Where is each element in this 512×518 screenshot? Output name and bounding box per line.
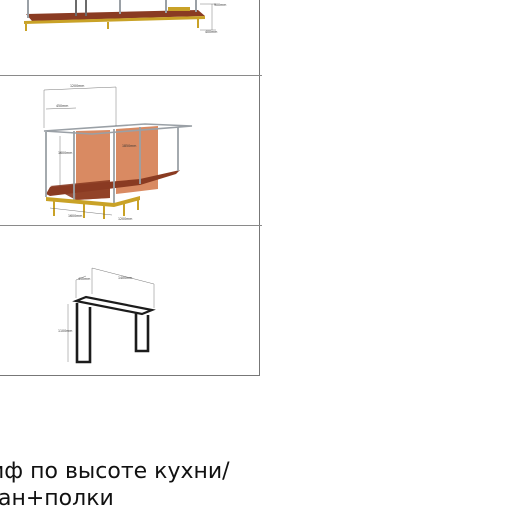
table-leg-right bbox=[134, 313, 150, 353]
panel-shelter-perspective: 1200mm 450mm 1600mm 1850mm 1600mm 1200mm bbox=[0, 76, 262, 225]
wall-panel bbox=[116, 126, 158, 194]
base-beam bbox=[46, 196, 140, 207]
roof-frame bbox=[43, 123, 193, 135]
shelter-base-drawing: 900mm 400mm bbox=[24, 0, 226, 34]
caption-line: иф по высоте кухни/ bbox=[0, 459, 230, 484]
dimension-label: 1400mm bbox=[118, 276, 132, 280]
dimension-label: 1200mm bbox=[70, 84, 84, 88]
dimension-line bbox=[91, 267, 155, 285]
table-leg-left bbox=[75, 303, 92, 364]
dimension-label: 1850mm bbox=[122, 144, 136, 148]
table-top bbox=[72, 295, 156, 316]
dimension-label: 1600mm bbox=[68, 214, 82, 218]
floor-slab bbox=[50, 180, 110, 200]
caption-line: ан+полки bbox=[0, 486, 114, 511]
dimension-label: 450mm bbox=[56, 104, 68, 108]
panel-divider bbox=[0, 225, 262, 226]
bench bbox=[168, 7, 190, 11]
floor-slab bbox=[26, 10, 205, 21]
dimension-line bbox=[43, 86, 117, 91]
dimension-line bbox=[75, 275, 87, 281]
panel-console-table: 450mm 1400mm 1100mm bbox=[0, 226, 262, 374]
dimension-label: 1600mm bbox=[58, 151, 72, 155]
caption-text: иф по высоте кухни/ ан+полки bbox=[0, 458, 512, 518]
dimension-label: 450mm bbox=[78, 277, 90, 281]
dimension-label: 1100mm bbox=[58, 329, 72, 333]
dimension-line bbox=[49, 207, 113, 216]
shelter-perspective-drawing: 1200mm 450mm 1600mm 1850mm 1600mm 1200mm bbox=[43, 84, 193, 221]
console-table-drawing: 450mm 1400mm 1100mm bbox=[58, 267, 156, 364]
dimension-label: 1200mm bbox=[118, 217, 132, 221]
panel-shelter-base: 900mm 400mm bbox=[0, 0, 262, 75]
dimension-label: 900mm bbox=[214, 3, 226, 7]
dimension-line bbox=[45, 107, 77, 110]
base-beam bbox=[24, 16, 205, 24]
panel-divider bbox=[0, 75, 262, 76]
dimension-label: 400mm bbox=[205, 30, 217, 34]
